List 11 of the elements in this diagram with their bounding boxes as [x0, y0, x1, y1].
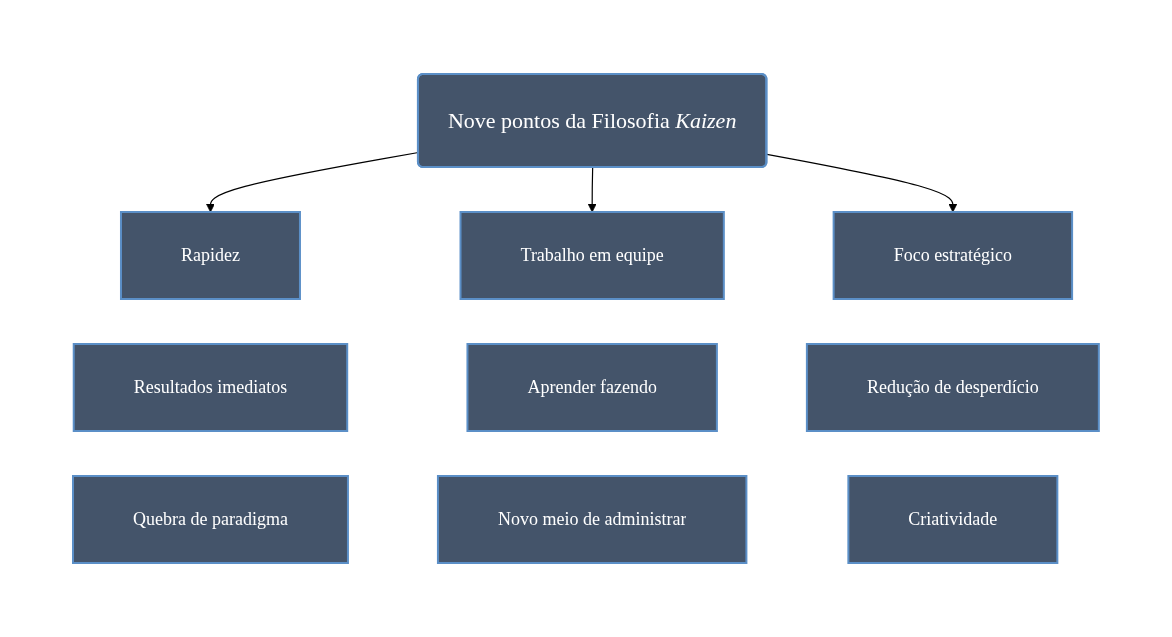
node-box: Aprender fazendo: [466, 343, 718, 432]
arrow: [587, 166, 597, 213]
node-box: Criatividade: [847, 475, 1059, 564]
node-box: Rapidez: [120, 211, 302, 300]
arrow: [766, 153, 958, 213]
node-box: Trabalho em equipe: [459, 211, 725, 300]
node-box: Novo meio de administrar: [437, 475, 748, 564]
node-box: Quebra de paradigma: [72, 475, 349, 564]
node-box: Foco estratégico: [832, 211, 1074, 300]
node-box: Redução de desperdício: [805, 343, 1100, 432]
node-box: Resultados imediatos: [72, 343, 349, 432]
